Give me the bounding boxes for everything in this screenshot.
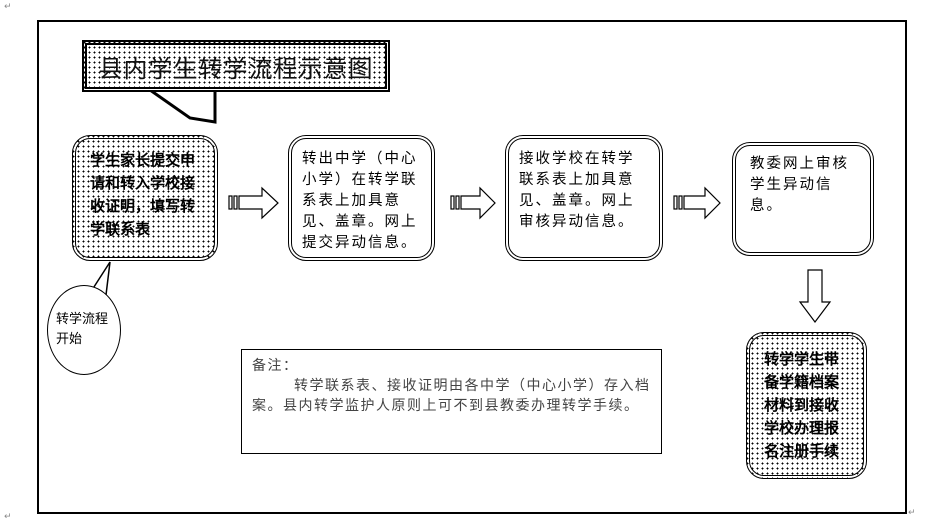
note-heading: 备注： <box>252 358 299 374</box>
diagram-frame <box>37 20 907 514</box>
arrow-right-1 <box>228 186 279 220</box>
step-5-box: 转学学生带备学籍档案材料到接收学校办理报名注册手续 <box>746 332 867 479</box>
step-4-box: 教委网上审核学生异动信息。 <box>732 142 874 256</box>
start-bubble: 转学流程开始 <box>47 285 121 375</box>
step-2-box: 转出中学（中心小学）在转学联系表上加具意见、盖章。网上提交异动信息。 <box>288 135 435 261</box>
title-callout-tail <box>145 88 217 124</box>
note-box: 备注： 转学联系表、接收证明由各中学（中心小学）存入档案。县内转学监护人原则上可… <box>241 349 662 454</box>
paragraph-mark: ↵ <box>908 508 916 518</box>
step-3-box: 接收学校在转学联系表上加具意见、盖章。网上审核异动信息。 <box>505 135 663 261</box>
step-1-box: 学生家长提交申请和转入学校接收证明，填写转学联系表 <box>72 135 218 261</box>
arrow-right-3 <box>673 186 721 220</box>
arrow-right-2 <box>450 186 496 220</box>
diagram-title: 县内学生转学流程示意图 <box>82 40 390 92</box>
paragraph-mark: ↵ <box>4 512 12 522</box>
note-body: 转学联系表、接收证明由各中学（中心小学）存入档案。县内转学监护人原则上可不到县教… <box>252 378 651 414</box>
paragraph-mark: ↵ <box>4 2 12 12</box>
arrow-down <box>798 269 832 323</box>
